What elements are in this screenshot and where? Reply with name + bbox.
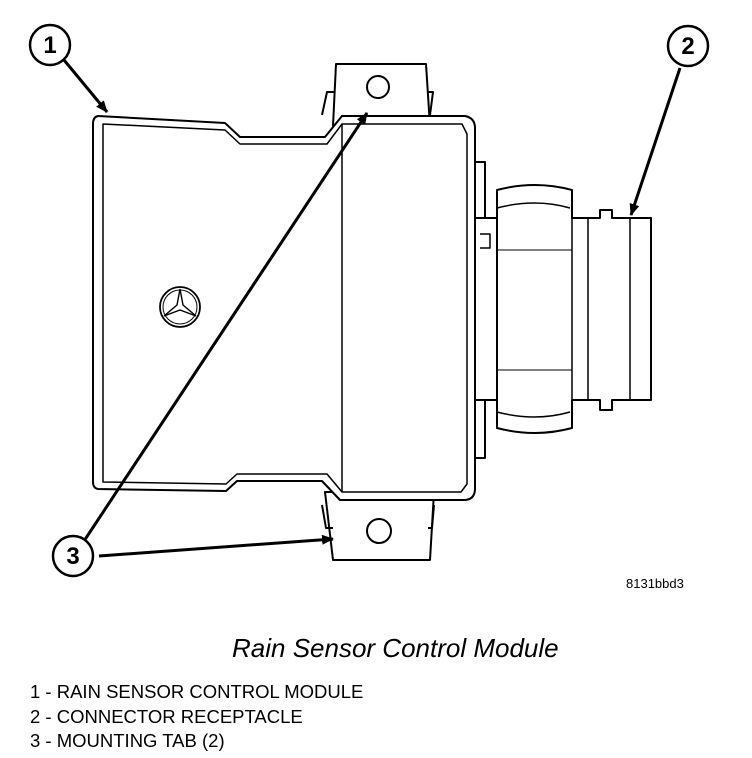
mercedes-star-logo [159, 286, 201, 328]
callout-2: 2 [666, 24, 710, 68]
mounting-hole-bottom [366, 518, 392, 544]
callout-3: 3 [51, 534, 95, 578]
connector-receptacle [496, 184, 652, 434]
callout-1: 1 [28, 23, 72, 67]
legend: 1 - RAIN SENSOR CONTROL MODULE 2 - CONNE… [30, 680, 363, 754]
leader-arrow-1 [62, 59, 109, 113]
callout-3-label: 3 [66, 543, 79, 570]
module-illustration: 1 2 3 [28, 23, 710, 578]
mounting-hole-top [366, 75, 390, 99]
module-body [92, 115, 476, 501]
legend-item-2: 2 - CONNECTOR RECEPTACLE [30, 705, 303, 727]
legend-item-3: 3 - MOUNTING TAB (2) [30, 730, 225, 751]
leader-arrow-2 [629, 67, 682, 216]
legend-item-1: 1 - RAIN SENSOR CONTROL MODULE [30, 681, 364, 702]
leader-arrow-3-bottom [98, 534, 334, 558]
callout-1-label: 1 [43, 32, 56, 59]
callout-2-label: 2 [681, 33, 694, 60]
figure-caption: Rain Sensor Control Module [232, 633, 559, 663]
leader-arrow-3-top [82, 112, 369, 542]
figure-code: 8131bbd3 [626, 576, 684, 591]
